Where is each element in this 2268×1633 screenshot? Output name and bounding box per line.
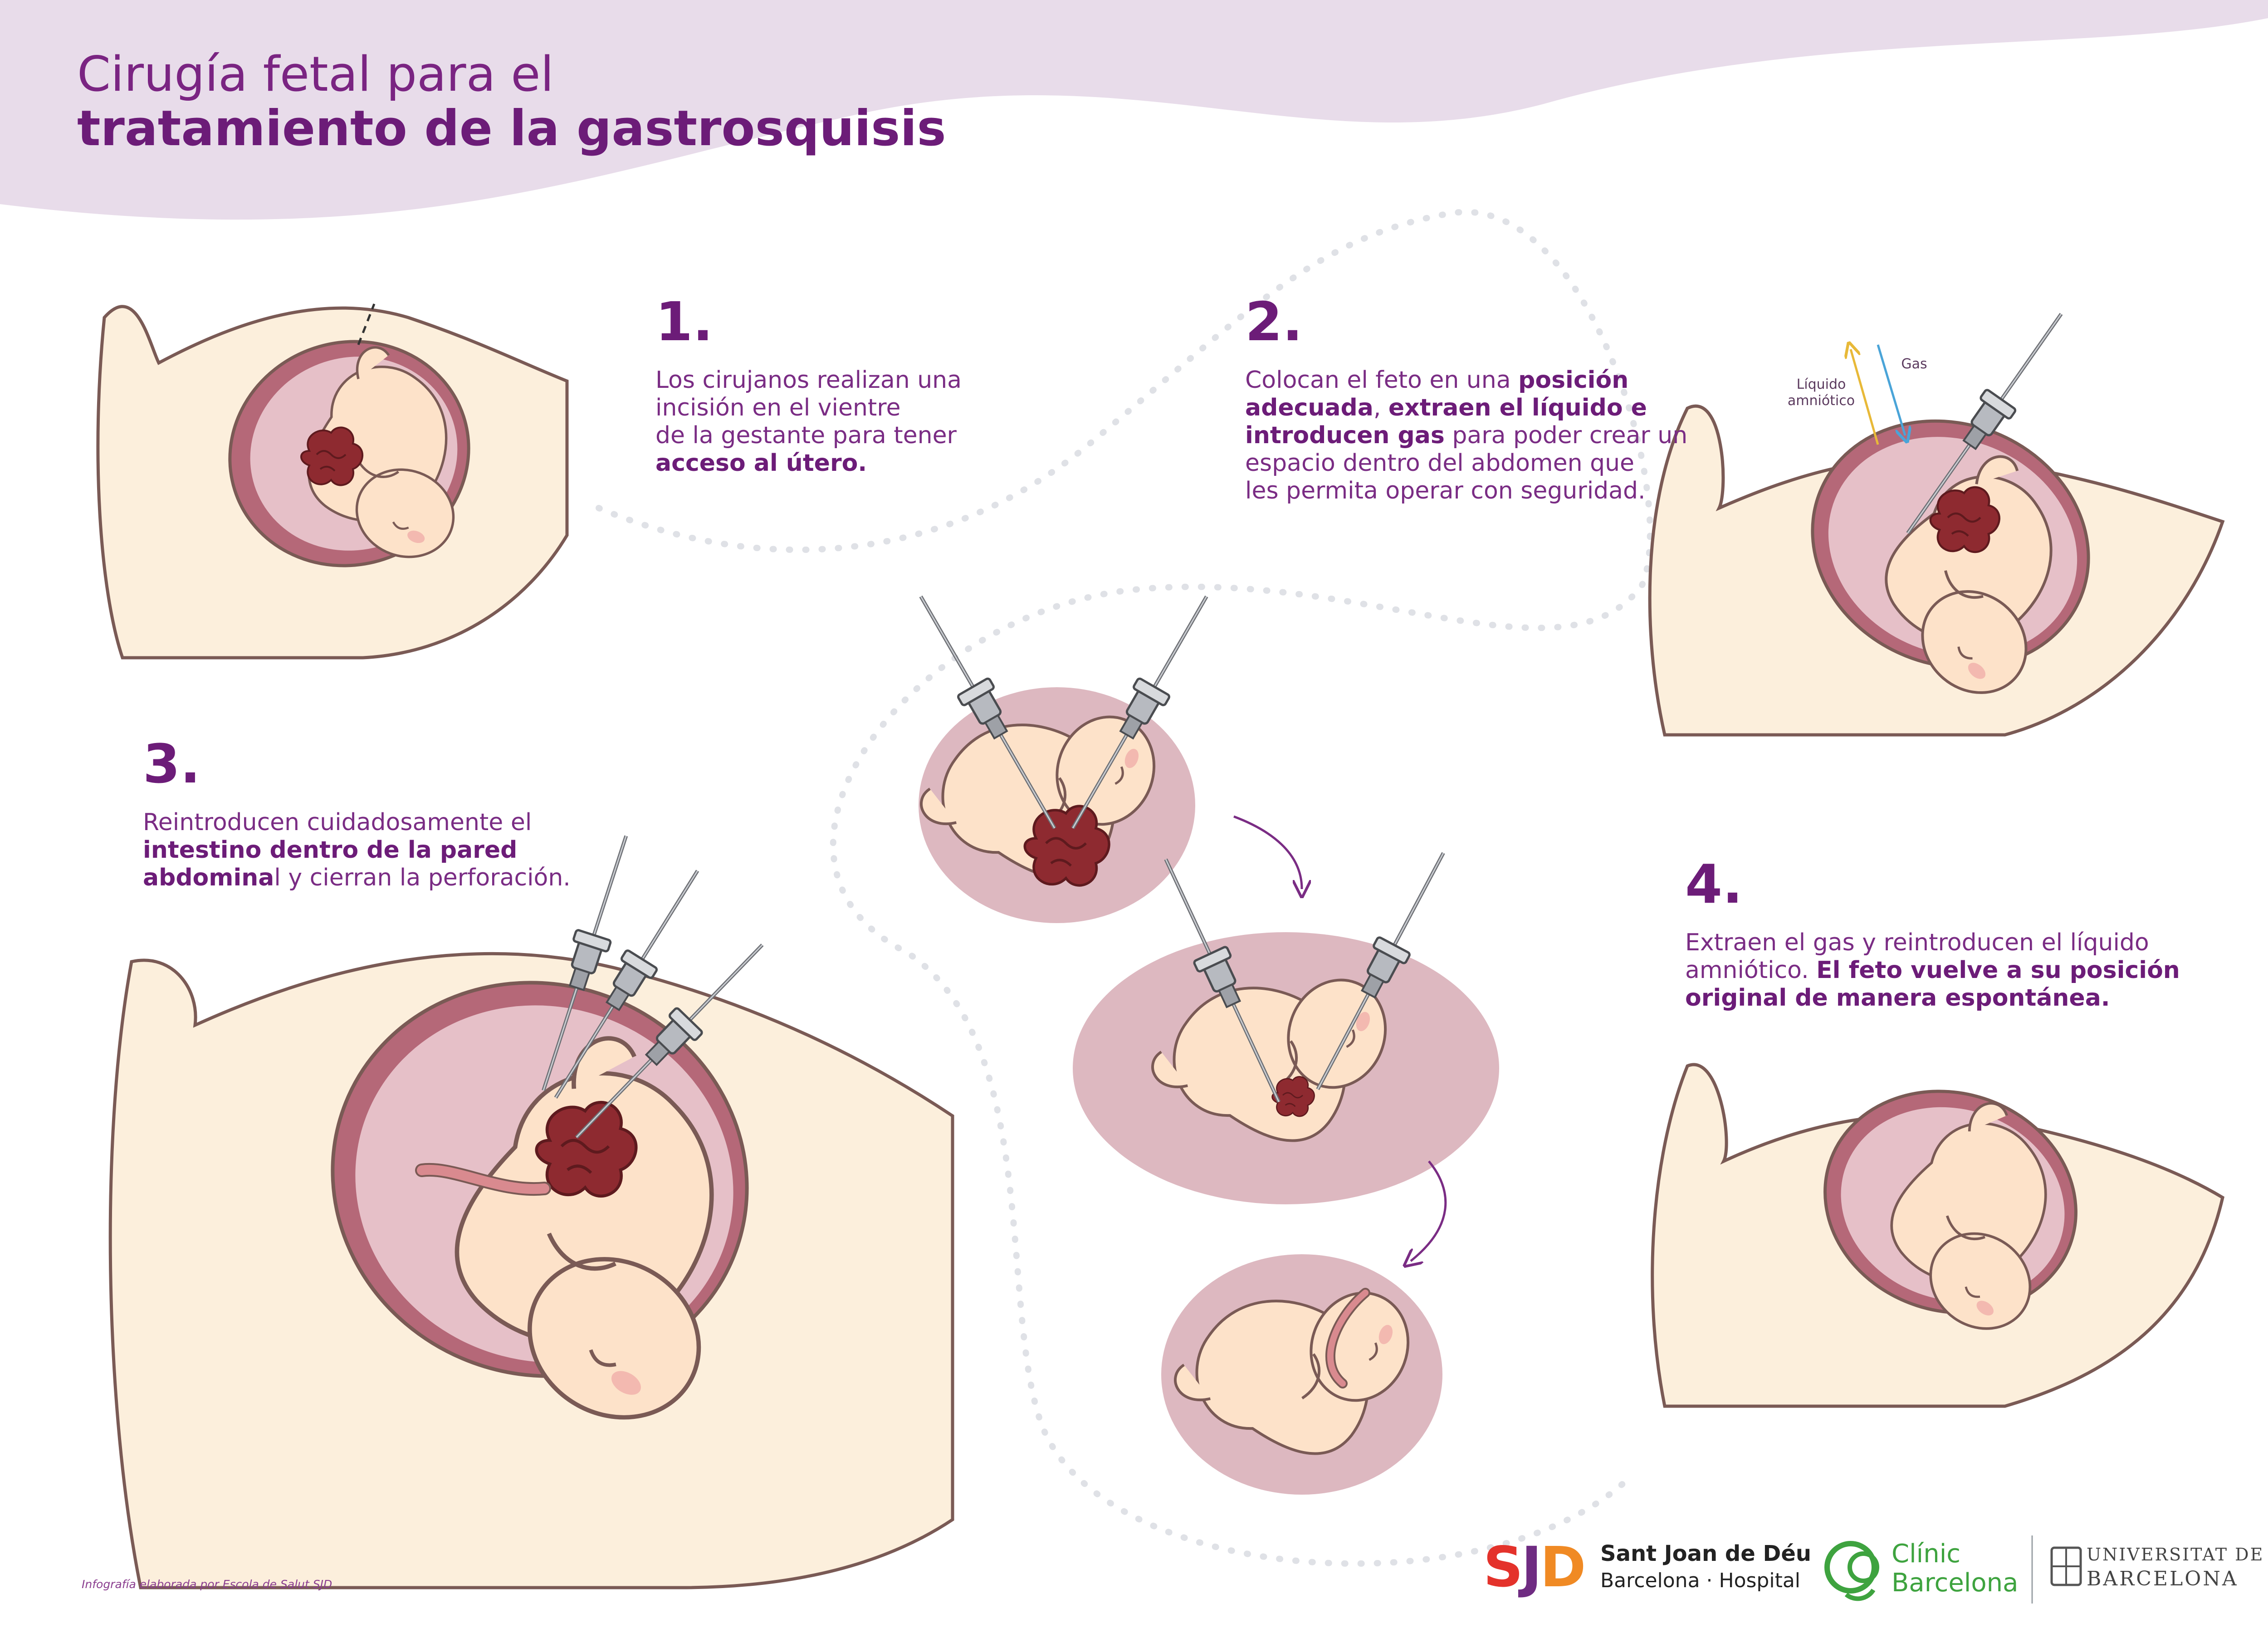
step-text: Extraen el gas y reintroducen el líquido… <box>1685 929 2229 1012</box>
step-4: 4. Extraen el gas y reintroducen el líqu… <box>1685 853 2229 1012</box>
sjd-mark-s: S <box>1483 1535 1523 1599</box>
step-text-run: original de manera espontánea. <box>1685 984 2110 1012</box>
step-number: 1. <box>655 290 713 353</box>
scene-1-incision <box>96 303 569 660</box>
label-gas: Gas <box>1892 356 1937 372</box>
step-text-run: de la gestante para tener <box>655 422 957 449</box>
sjd-mark-d: D <box>1540 1535 1586 1599</box>
step-text-run: Colocan el feto en una <box>1245 367 1519 394</box>
sjd-logo-mark: SJD <box>1483 1535 1586 1599</box>
step-text-run: para poder crear un <box>1444 422 1688 449</box>
ub-logo-line-2: BARCELONA <box>2087 1567 2239 1590</box>
step-text-run: incisión en el vientre <box>655 394 901 421</box>
step-text-run: acceso al útero. <box>655 450 867 477</box>
scene-2-gas <box>1648 303 2225 737</box>
step-2: 2. Colocan el feto en una posición adecua… <box>1245 290 1744 505</box>
step-text-run: Reintroducen cuidadosamente el <box>143 809 532 836</box>
scene-3-reintroduce <box>108 830 954 1589</box>
step-text-run: El feto vuelve a su posición <box>1816 957 2180 984</box>
label-gas-text: Gas <box>1901 356 1927 372</box>
bubble-3 <box>1161 1240 1442 1495</box>
sjd-logo-subtitle: Barcelona · Hospital <box>1600 1569 1801 1592</box>
credit-text: Infografía elaborada por Escola de Salut… <box>82 1578 332 1591</box>
clinic-logo: Clínic Barcelona <box>1819 1531 2019 1604</box>
clinic-logo-line-1: Clínic <box>1892 1539 1961 1569</box>
dotted-path <box>596 209 1653 1567</box>
step-text-run: intestino dentro de la pared <box>143 836 518 864</box>
liquid-arrow <box>1851 349 1879 445</box>
step-text-run: , <box>1373 394 1388 421</box>
ub-crest-icon <box>2050 1546 2082 1586</box>
step-number: 3. <box>143 733 200 795</box>
step-number: 4. <box>1685 853 1743 915</box>
step-text-run: espacio dentro del abdomen que <box>1245 450 1635 477</box>
bubble-1 <box>905 587 1222 923</box>
title-line-1: Cirugía fetal para el <box>77 46 554 102</box>
bubble-arrow-1 <box>1233 815 1302 889</box>
label-liquido-amniotico: Líquido amniótico <box>1771 376 1871 409</box>
clinic-logo-icon <box>1824 1541 1879 1601</box>
step-text-run: Los cirujanos realizan una <box>655 367 962 394</box>
bubble-arrow-2 <box>1411 1160 1447 1261</box>
ub-logo-line-1: UNIVERSITAT DE <box>2087 1545 2264 1565</box>
step-text-run: Extraen el gas y reintroducen el líquido <box>1685 929 2149 956</box>
title-line-2: tratamiento de la gastrosquisis <box>77 100 946 157</box>
sjd-logo: SJD Sant Joan de Déu Barcelona · Hospita… <box>1483 1535 1811 1604</box>
step-number: 2. <box>1245 290 1303 353</box>
step-text-run: abdomina <box>143 864 274 891</box>
step-text-run: l y cierran la perforación. <box>274 864 571 891</box>
step-text-run: introducen gas <box>1245 422 1445 449</box>
label-liquido-line-1: Líquido <box>1796 376 1846 392</box>
sjd-mark-j: J <box>1521 1535 1542 1599</box>
step-text-run: amniótico. <box>1685 957 1817 984</box>
gas-arrow <box>1877 344 1905 435</box>
bubble-2 <box>1073 845 1499 1204</box>
clinic-logo-line-2: Barcelona <box>1892 1568 2019 1598</box>
header-wave <box>0 0 2268 220</box>
step-text-run: les permita operar con seguridad. <box>1245 477 1646 504</box>
step-text: Colocan el feto en una posición adecuada,… <box>1245 367 1744 505</box>
step-text-run: extraen el líquido e <box>1388 394 1647 421</box>
ub-logo: UNIVERSITAT DE BARCELONA <box>2041 1535 2263 1604</box>
scene-4-restored <box>1651 1063 2224 1408</box>
page-title: Cirugía fetal para el tratamiento de la … <box>77 46 1075 157</box>
label-liquido-line-2: amniótico <box>1787 393 1855 409</box>
step-text-run: adecuada <box>1245 394 1374 421</box>
step-text-run: posición <box>1518 367 1629 394</box>
sjd-logo-name: Sant Joan de Déu <box>1600 1541 1812 1566</box>
